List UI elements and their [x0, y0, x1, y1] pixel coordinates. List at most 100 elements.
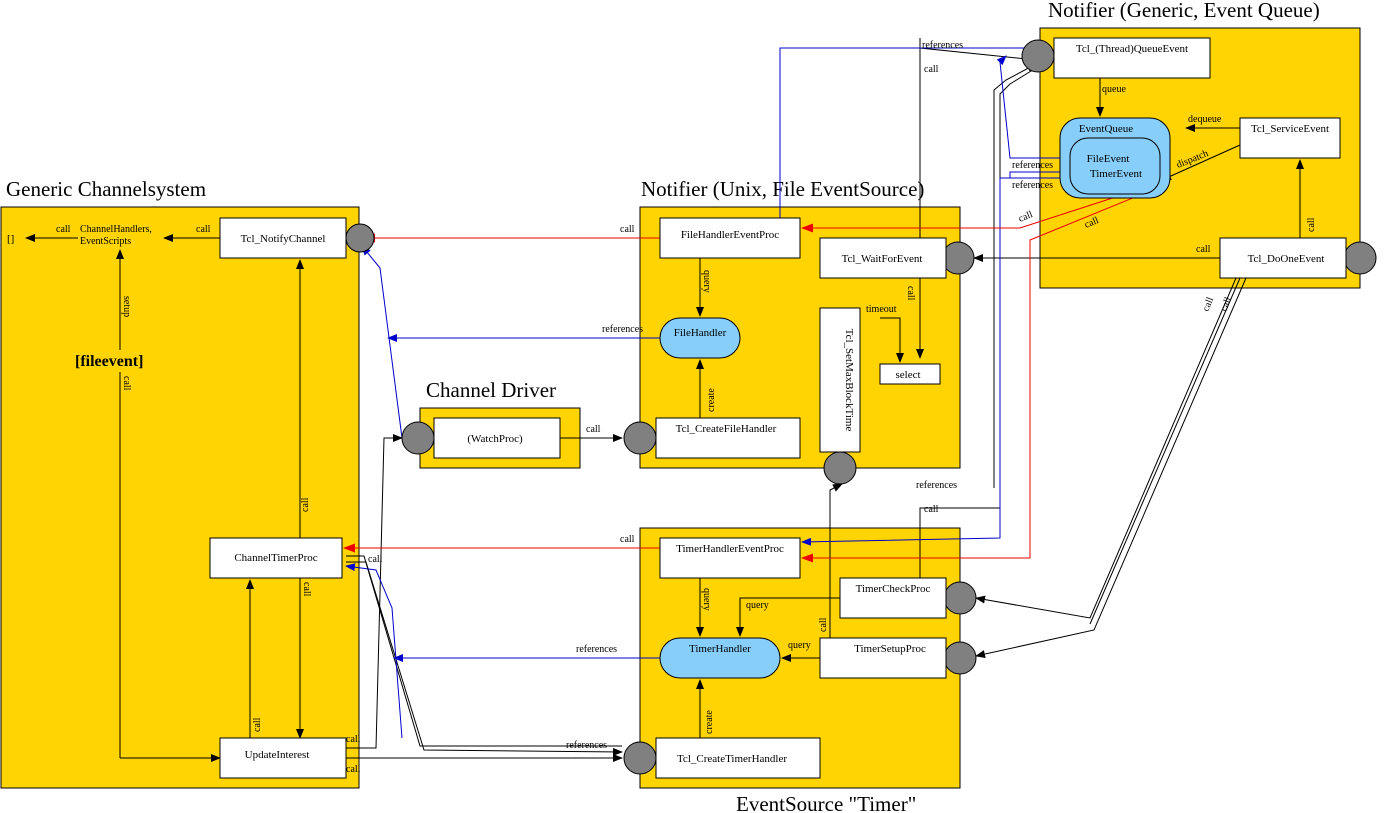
box-tcl-setmaxblocktime-label: Tcl_SetMaxBlockTime: [843, 329, 855, 432]
box-timercheckproc-label: TimerCheckProc: [856, 583, 931, 595]
edge-label-references: references: [922, 40, 963, 51]
box-watchproc: (WatchProc): [433, 417, 561, 459]
edge-label-call: call: [924, 64, 939, 75]
edge-label-query: query: [701, 270, 712, 293]
box-filehandlereventproc-label: FileHandlerEventProc: [681, 229, 779, 241]
box-timersetupproc-label: TimerSetupProc: [854, 643, 926, 655]
box-tcl-queueevent: Tcl_(Thread)QueueEvent: [1053, 37, 1211, 79]
edge-label-call: call: [1196, 244, 1211, 255]
pill-eventqueue-inner: [1069, 137, 1161, 195]
handlers-label-line2: EventScripts: [80, 236, 131, 247]
edge-label-create: create: [704, 710, 715, 734]
box-tcl-queueevent-label: Tcl_(Thread)QueueEvent: [1076, 43, 1188, 55]
edge-label-timeout: timeout: [866, 304, 897, 315]
box-watchproc-label: (WatchProc): [467, 433, 523, 445]
pill-timerevent-label: TimerEvent: [1090, 168, 1142, 180]
pill-timerhandler: TimerHandler: [659, 637, 781, 679]
pill-timerhandler-label: TimerHandler: [689, 643, 751, 655]
edge-label-call: call: [56, 224, 71, 235]
box-select: select: [879, 363, 941, 385]
edge-label-queue: queue: [1102, 84, 1126, 95]
box-filehandlereventproc: FileHandlerEventProc: [659, 217, 801, 259]
edge-label-references: references: [576, 644, 617, 655]
edge-label-call: call: [586, 424, 601, 435]
edge-label-call: call: [252, 717, 263, 732]
edge-label-query: query: [788, 640, 811, 651]
edge-label-create: create: [706, 388, 717, 412]
edge-label-call: call: [346, 734, 361, 745]
region-title-eventsource-timer: EventSource "Timer": [736, 792, 916, 813]
port-queueevent: [1021, 39, 1055, 73]
edge-label-references: references: [916, 480, 957, 491]
port-createtimerhandler: [623, 741, 657, 775]
pill-eventqueue-label: EventQueue: [1079, 123, 1133, 135]
edge-label-call: call: [924, 504, 939, 515]
edge-label-references: references: [1012, 180, 1053, 191]
box-tcl-waitforevent: Tcl_WaitForEvent: [819, 237, 947, 279]
box-timercheckproc: TimerCheckProc: [839, 577, 947, 619]
edge-label-call: call: [300, 497, 311, 512]
box-channeltimerproc-label: ChannelTimerProc: [234, 552, 317, 564]
region-title-notifier-generic: Notifier (Generic, Event Queue): [1048, 0, 1320, 22]
box-tcl-createtimerhandler-label: Tcl_CreateTimerHandler: [677, 753, 787, 765]
edge-label-call: call: [905, 286, 916, 301]
edge-label-setup: setup: [121, 296, 132, 317]
edge-label-references: references: [566, 740, 607, 751]
box-updateinterest: UpdateInterest: [219, 737, 347, 779]
port-timersetupproc: [943, 641, 977, 675]
box-timersetupproc: TimerSetupProc: [819, 637, 947, 679]
edge-label-references: references: [1012, 160, 1053, 171]
port-waitforevent: [941, 241, 975, 275]
box-tcl-createfilehandler: Tcl_CreateFileHandler: [655, 417, 801, 459]
edge-label-call: call: [1306, 217, 1317, 232]
edge-label-query: query: [746, 600, 769, 611]
box-timerhandlereventproc: TimerHandlerEventProc: [659, 537, 801, 579]
box-tcl-setmaxblocktime: Tcl_SetMaxBlockTime: [819, 307, 861, 453]
box-tcl-createtimerhandler: Tcl_CreateTimerHandler: [655, 737, 821, 779]
pill-eventqueue: EventQueue FileEvent TimerEvent: [1059, 117, 1171, 199]
edge-label-call: call: [121, 376, 132, 391]
box-timerhandlereventproc-label: TimerHandlerEventProc: [676, 543, 784, 555]
edge-label-dequeue: dequeue: [1188, 114, 1222, 125]
port-createfilehandler: [623, 421, 657, 455]
port-notifychannel: [345, 223, 375, 253]
port-watchproc: [401, 421, 435, 455]
edge-label-call: call: [196, 224, 211, 235]
region-title-channel-driver: Channel Driver: [426, 378, 556, 402]
box-tcl-notifychannel: Tcl_NotifyChannel: [219, 217, 347, 259]
box-tcl-waitforevent-label: Tcl_WaitForEvent: [842, 253, 923, 265]
region-title-generic-channelsystem: Generic Channelsystem: [6, 177, 206, 201]
edge-label-call: call: [1219, 295, 1235, 313]
fileevent-command-label: [fileevent]: [75, 353, 143, 370]
box-tcl-createfilehandler-label: Tcl_CreateFileHandler: [676, 423, 777, 435]
box-select-label: select: [895, 369, 920, 381]
edge-label-call: call: [301, 582, 312, 597]
edge-label-references: references: [602, 324, 643, 335]
pill-filehandler-label: FileHandler: [674, 327, 727, 339]
box-updateinterest-label: UpdateInterest: [245, 749, 310, 761]
box-tcl-serviceevent: Tcl_ServiceEvent: [1239, 117, 1341, 159]
box-tcl-serviceevent-label: Tcl_ServiceEvent: [1251, 123, 1329, 135]
pill-filehandler: FileHandler: [659, 317, 741, 359]
empty-list-label: []: [7, 233, 14, 245]
edge-label-call: call: [368, 554, 383, 565]
box-tcl-dooneevent: Tcl_DoOneEvent: [1219, 237, 1347, 279]
port-timercheckproc: [943, 581, 977, 615]
port-dooneevent: [1343, 241, 1377, 275]
pill-fileevent-label: FileEvent: [1087, 153, 1130, 165]
handlers-label-line1: ChannelHandlers,: [80, 224, 152, 235]
box-tcl-dooneevent-label: Tcl_DoOneEvent: [1248, 253, 1325, 265]
edge-label-call: call: [1017, 209, 1035, 225]
edge-label-query: query: [701, 588, 712, 611]
box-channeltimerproc: ChannelTimerProc: [209, 537, 343, 579]
region-generic-channelsystem: [0, 206, 360, 789]
edge-label-call: call: [346, 764, 361, 775]
region-title-notifier-unix: Notifier (Unix, File EventSource): [641, 177, 924, 201]
port-setmaxblocktime: [823, 451, 857, 485]
edge-label-call: call: [1083, 215, 1101, 231]
edge-label-call: call: [620, 534, 635, 545]
edge-label-call: call: [620, 224, 635, 235]
box-tcl-notifychannel-label: Tcl_NotifyChannel: [241, 233, 326, 245]
edge-label-call: call: [1201, 295, 1217, 313]
